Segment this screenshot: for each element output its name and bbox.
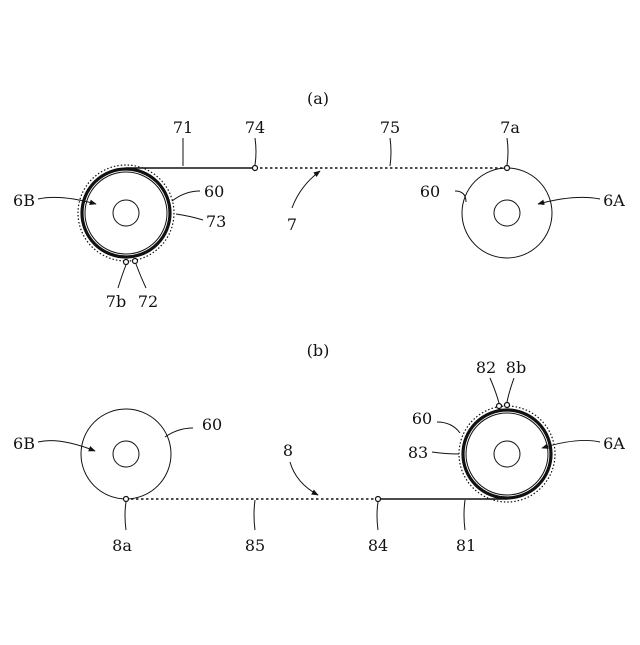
label-60-left-b: 60 [202,415,222,434]
label-60-right-a: 60 [420,182,440,201]
hub-hole-left [113,200,139,226]
leader-81 [464,500,465,530]
leader-7b [118,265,126,288]
label-84: 84 [368,536,388,555]
leader-82 [490,378,499,403]
leader-60-left-b [165,428,193,437]
label-83: 83 [408,443,428,462]
figure-b: (b) [13,341,625,555]
end-8b [505,403,510,408]
label-6b-a: 6B [13,191,35,210]
roll-6b-a [78,165,174,261]
wound-tape-texture [78,165,174,261]
seam-82 [497,404,502,409]
leader-84 [377,502,378,530]
caption-a: (a) [307,89,329,108]
hub-hole-left-b [113,441,139,467]
wound-tape-73 [82,169,170,257]
leader-7a [507,138,508,165]
roll-6b-b [81,409,171,499]
joint-84 [376,497,381,502]
label-6b-b: 6B [13,434,35,453]
end-8a [124,497,129,502]
leader-60-right-b [437,422,460,433]
leader-73 [176,214,203,220]
label-6a-b: 6A [603,434,625,453]
roll-6a-a [462,168,552,258]
arrow-8 [290,462,318,495]
roll-6a-b [459,406,555,502]
arrow-6a-a [538,197,600,204]
caption-b: (b) [307,341,330,360]
hub-hole-right-b [494,441,520,467]
core-60-left-b [81,409,171,499]
arrow-7 [292,171,320,208]
core-60-right [462,168,552,258]
seam-72 [133,259,138,264]
leader-8a [125,502,126,530]
label-7a: 7a [500,118,520,137]
label-72: 72 [138,292,158,311]
label-82: 82 [476,358,496,377]
label-8a: 8a [112,536,132,555]
core-60-left [85,172,167,254]
label-6a-a: 6A [603,191,625,210]
hub-hole-right [494,200,520,226]
label-75: 75 [380,118,400,137]
label-81: 81 [456,536,476,555]
core-60-right-b [466,413,548,495]
leader-85 [254,500,255,530]
label-60-right-b: 60 [412,409,432,428]
label-60-left-a: 60 [204,182,224,201]
label-74: 74 [245,118,265,137]
label-85: 85 [245,536,265,555]
figure-a: (a) [13,89,625,311]
end-7b [124,260,129,265]
label-73: 73 [206,212,226,231]
label-7b: 7b [106,292,126,311]
leader-60-left [172,191,200,201]
leader-83 [432,452,459,454]
leader-75 [390,138,391,166]
leader-74 [255,138,256,165]
wound-tape-83 [463,410,551,498]
wound-tape-texture-b [459,406,555,502]
label-71: 71 [173,118,193,137]
joint-74 [253,166,258,171]
end-7a [505,166,510,171]
leader-8b [507,378,514,402]
leader-72 [136,264,146,288]
label-8: 8 [283,441,293,460]
arrow-6b-b [38,441,95,451]
label-8b: 8b [506,358,526,377]
label-7: 7 [287,215,297,234]
leader-60-right [455,191,466,202]
